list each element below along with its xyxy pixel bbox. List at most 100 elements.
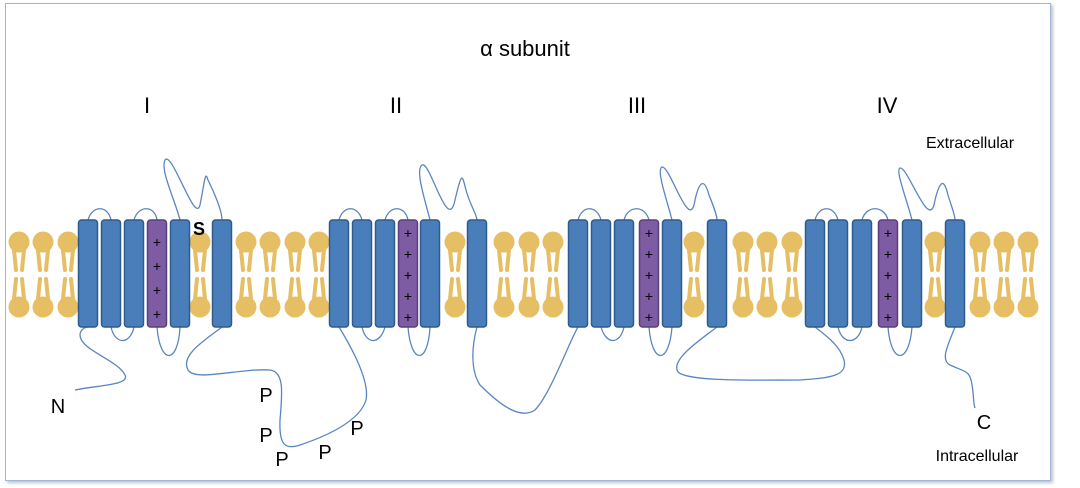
lipid-head xyxy=(756,231,778,253)
lipid-tail xyxy=(736,248,742,272)
lipid-tail xyxy=(928,248,934,272)
lipid xyxy=(732,231,754,318)
positive-charge-icon: + xyxy=(404,288,412,304)
helix-body xyxy=(944,219,966,328)
lipid xyxy=(284,231,306,318)
domain-label-1: I xyxy=(144,93,150,118)
positive-charge-icon: + xyxy=(645,309,653,325)
lipid-head xyxy=(444,296,466,318)
lipid-tail xyxy=(785,248,791,272)
lipid-head xyxy=(781,296,803,318)
lipid-tail xyxy=(687,248,693,272)
lipid-tail xyxy=(296,248,302,272)
helix-body xyxy=(123,219,145,328)
lipid-tail xyxy=(263,277,269,301)
lipid-head xyxy=(518,296,540,318)
lipid-head xyxy=(924,231,946,253)
lipid-tail xyxy=(530,277,536,301)
helix-body xyxy=(211,219,233,328)
voltage-sensor-helix-s4: +++++ xyxy=(877,219,899,328)
domain-label-2: II xyxy=(390,93,402,118)
lipid-head xyxy=(518,231,540,253)
positive-charge-icon: + xyxy=(404,246,412,262)
lipid-head xyxy=(235,231,257,253)
lipid-tail xyxy=(744,277,750,301)
lipid-tail xyxy=(768,277,774,301)
helix-body xyxy=(661,219,683,328)
positive-charge-icon: + xyxy=(153,306,161,322)
voltage-sensor-body xyxy=(877,219,899,328)
chain-segment xyxy=(418,164,478,221)
lipid-head xyxy=(924,296,946,318)
voltage-sensor-helix-s4: +++++ xyxy=(638,219,660,328)
lipid-tail xyxy=(1005,248,1011,272)
lipid-tail xyxy=(768,248,774,272)
lipid xyxy=(969,231,991,318)
voltage-sensor-body xyxy=(146,219,168,328)
positive-charge-icon: + xyxy=(404,225,412,241)
transmembrane-helices: +++++++++++++++++++ xyxy=(77,219,966,328)
positive-charge-icon: + xyxy=(884,267,892,283)
lipid-tail xyxy=(744,248,750,272)
lipid-tail xyxy=(193,248,199,272)
lipid-tail xyxy=(288,248,294,272)
lipid-tail xyxy=(736,277,742,301)
voltage-sensor-helix-s4: +++++ xyxy=(397,219,419,328)
transmembrane-helix-s6 xyxy=(944,219,966,328)
positive-charge-icon: + xyxy=(884,225,892,241)
lipid-tail xyxy=(263,248,269,272)
positive-charge-icon: + xyxy=(404,309,412,325)
lipid-head xyxy=(32,231,54,253)
lipid-tail xyxy=(936,277,942,301)
lipid-tail xyxy=(12,277,18,301)
lipid-head xyxy=(444,231,466,253)
lipid-tail xyxy=(793,248,799,272)
helix-body xyxy=(567,219,589,328)
lipid-tail xyxy=(695,248,701,272)
domain-label-3: III xyxy=(628,93,646,118)
helix-body xyxy=(328,219,350,328)
lipid-tail xyxy=(288,277,294,301)
lipid xyxy=(518,231,540,318)
lipid-tail xyxy=(320,248,326,272)
transmembrane-helix-s5 xyxy=(419,219,441,328)
lipid-tail xyxy=(12,248,18,272)
positive-charge-icon: + xyxy=(645,225,653,241)
positive-charge-icon: + xyxy=(884,246,892,262)
phospho-site-1: P xyxy=(259,385,272,407)
lipid-head xyxy=(969,231,991,253)
chain-segment xyxy=(623,208,650,221)
chain-segment xyxy=(944,326,976,409)
helix-body xyxy=(804,219,826,328)
helix-body xyxy=(374,219,396,328)
helix-body xyxy=(351,219,373,328)
lipid-head xyxy=(993,296,1015,318)
lipid-tail xyxy=(505,277,511,301)
lipid-tail xyxy=(981,248,987,272)
lipid-head xyxy=(683,231,705,253)
lipid-tail xyxy=(928,277,934,301)
chain-segment xyxy=(861,208,889,221)
helix-body xyxy=(466,219,488,328)
lipid-tail xyxy=(456,248,462,272)
lipid-tail xyxy=(546,277,552,301)
chain-segment xyxy=(163,158,223,221)
transmembrane-helix-s2 xyxy=(827,219,849,328)
lipid xyxy=(993,231,1015,318)
lipid-tail xyxy=(448,248,454,272)
lipid-tail xyxy=(201,248,207,272)
lipid-tail xyxy=(61,277,67,301)
polypeptide-chain xyxy=(74,158,976,448)
lipid-tail xyxy=(981,277,987,301)
transmembrane-helix-s5 xyxy=(661,219,683,328)
lipid-head xyxy=(781,231,803,253)
positive-charge-icon: + xyxy=(645,246,653,262)
transmembrane-helix-s3 xyxy=(851,219,873,328)
chain-segment xyxy=(472,326,579,414)
lipid-head xyxy=(189,296,211,318)
helix-body xyxy=(851,219,873,328)
lipid xyxy=(259,231,281,318)
chain-segment xyxy=(676,326,846,381)
lipid-tail xyxy=(36,277,42,301)
